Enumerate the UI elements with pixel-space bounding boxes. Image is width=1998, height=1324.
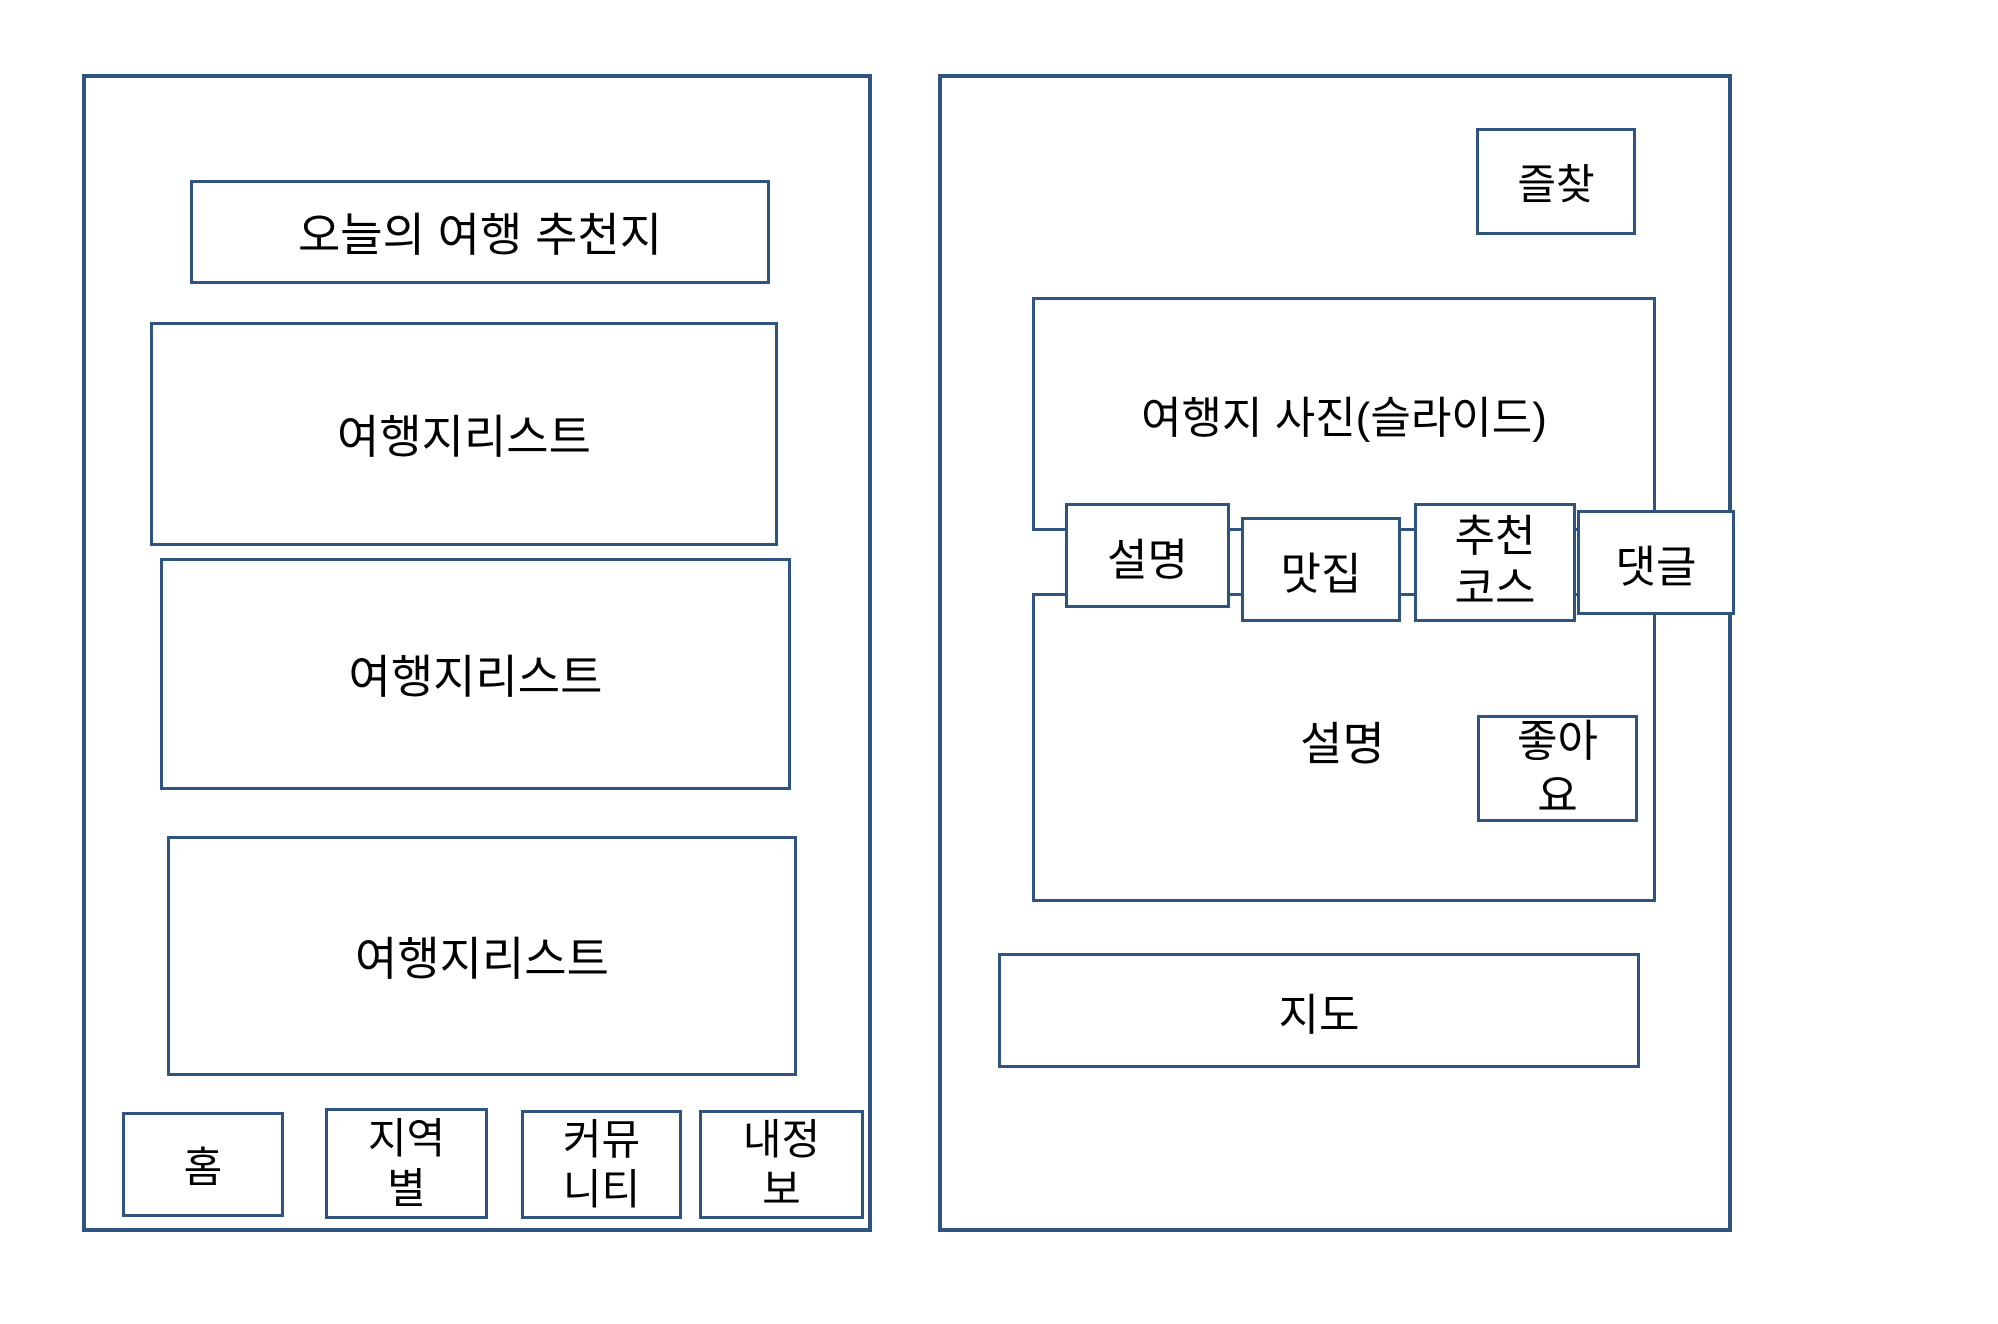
nav-home-button[interactable]: 홈	[122, 1112, 284, 1217]
favorites-button[interactable]: 즐찾	[1476, 128, 1636, 235]
nav-myinfo-button[interactable]: 내정보	[699, 1110, 864, 1219]
like-button[interactable]: 좋아요	[1477, 715, 1638, 822]
travel-list-label: 여행지리스트	[348, 651, 603, 703]
tab-recommended-course-label: 추천코스	[1454, 511, 1536, 613]
tab-description-label: 설명	[1107, 535, 1188, 585]
travel-list-label: 여행지리스트	[355, 933, 609, 985]
like-label: 좋아요	[1517, 716, 1598, 821]
travel-list-label: 여행지리스트	[337, 411, 591, 463]
nav-community-label: 커뮤니티	[562, 1115, 641, 1213]
nav-region-button[interactable]: 지역별	[325, 1108, 488, 1219]
tab-restaurants-label: 맛집	[1280, 549, 1362, 599]
travel-list-item-2[interactable]: 여행지리스트	[160, 558, 791, 790]
nav-community-button[interactable]: 커뮤니티	[521, 1110, 682, 1219]
nav-myinfo-label: 내정보	[742, 1115, 821, 1213]
favorites-label: 즐찾	[1517, 161, 1595, 208]
tab-recommended-course[interactable]: 추천코스	[1414, 503, 1576, 622]
photo-slider-label: 여행지 사진(슬라이드)	[1141, 394, 1547, 443]
travel-list-item-3[interactable]: 여행지리스트	[167, 836, 797, 1076]
home-screen-frame	[82, 74, 872, 1232]
tab-description[interactable]: 설명	[1065, 503, 1230, 608]
map-region[interactable]: 지도	[998, 953, 1640, 1068]
tab-comments[interactable]: 댓글	[1577, 510, 1735, 615]
map-label: 지도	[1278, 990, 1360, 1040]
today-recommendation-header: 오늘의 여행 추천지	[190, 180, 770, 284]
nav-home-label: 홈	[183, 1144, 223, 1191]
travel-list-item-1[interactable]: 여행지리스트	[150, 322, 778, 546]
today-recommendation-label: 오늘의 여행 추천지	[297, 209, 663, 261]
photo-slider[interactable]: 여행지 사진(슬라이드)	[1032, 297, 1656, 531]
tab-comments-label: 댓글	[1615, 542, 1697, 592]
detail-screen-frame	[938, 74, 1732, 1232]
nav-region-label: 지역별	[367, 1114, 446, 1212]
description-text: 설명	[1300, 718, 1385, 770]
tab-restaurants[interactable]: 맛집	[1241, 517, 1401, 622]
